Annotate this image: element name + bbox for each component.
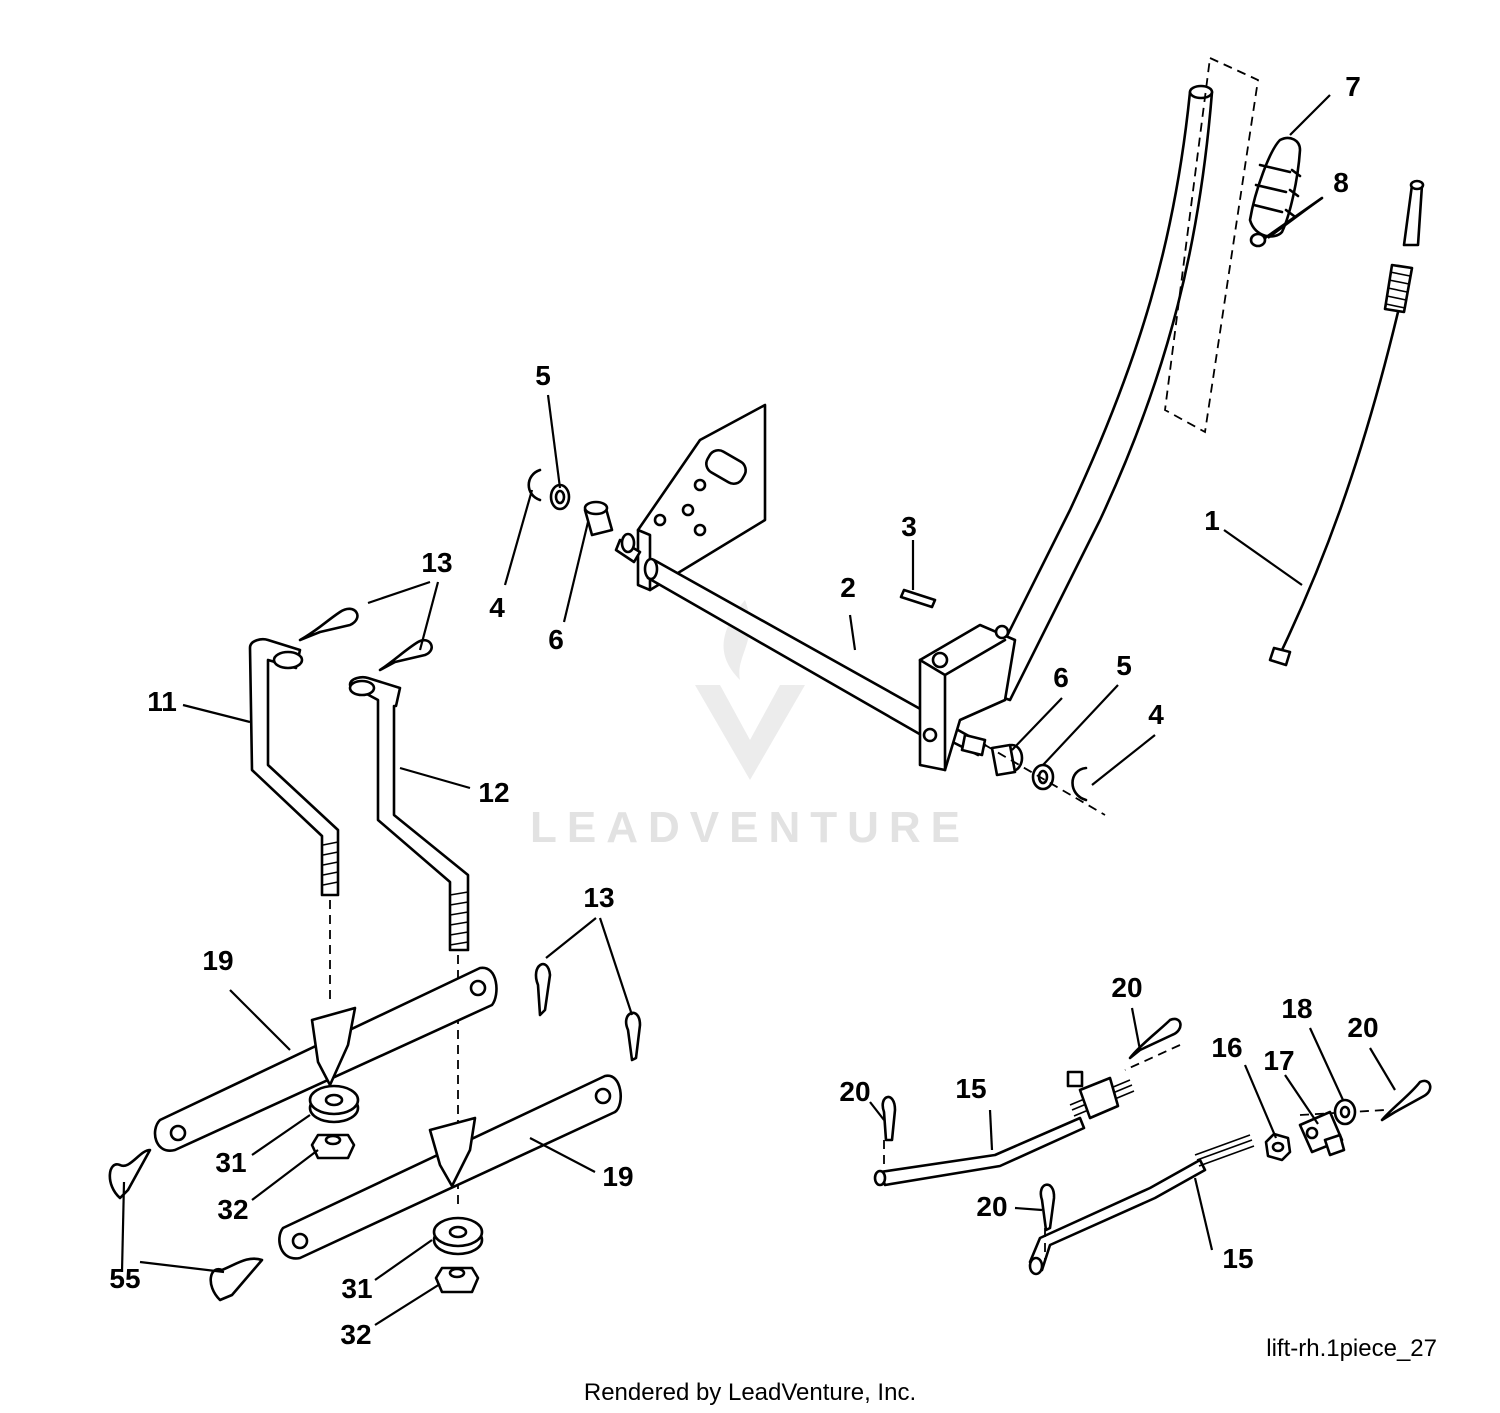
watermark: LEADVENTURE	[530, 600, 970, 852]
callout-32-lower: 32	[340, 1319, 371, 1350]
callout-3: 3	[901, 511, 917, 542]
lift-handle-assembly	[527, 56, 1324, 816]
callout-labels: 1 2 3 4 4 5 5 6 6 7 8 11 12 13 13 15 15 …	[109, 71, 1378, 1350]
callout-2: 2	[840, 572, 856, 603]
drawing-id: lift-rh.1piece_27	[1266, 1335, 1437, 1362]
callout-4-left: 4	[489, 592, 505, 623]
callout-19-lower: 19	[602, 1161, 633, 1192]
callout-18: 18	[1281, 993, 1312, 1024]
washers-and-nuts	[308, 1084, 484, 1294]
callout-20-b: 20	[1347, 1012, 1378, 1043]
trunnion-hardware	[1264, 1098, 1357, 1162]
callout-7: 7	[1345, 71, 1361, 102]
lift-arms	[153, 966, 623, 1260]
callout-11: 11	[147, 686, 177, 717]
watermark-text: LEADVENTURE	[530, 803, 970, 852]
callout-55: 55	[109, 1263, 140, 1294]
callout-20-d: 20	[976, 1191, 1007, 1222]
callout-20-a: 20	[1111, 972, 1142, 1003]
callout-12: 12	[478, 777, 509, 808]
callout-15-lower: 15	[1222, 1243, 1253, 1274]
callout-20-c: 20	[839, 1076, 870, 1107]
leader-lines	[120, 94, 1396, 1326]
footer-credit: Rendered by LeadVenture, Inc.	[584, 1379, 916, 1406]
callout-1: 1	[1204, 505, 1220, 536]
callout-6-left: 6	[548, 624, 564, 655]
callout-4-right: 4	[1148, 699, 1164, 730]
callout-6-right: 6	[1053, 662, 1069, 693]
lift-links	[248, 637, 470, 1210]
callout-31-upper: 31	[215, 1147, 246, 1178]
adjustment-rods	[873, 1044, 1386, 1276]
callout-5-left: 5	[535, 360, 551, 391]
callout-16: 16	[1211, 1032, 1242, 1063]
callout-31-lower: 31	[341, 1273, 372, 1304]
callout-5-right: 5	[1116, 650, 1132, 681]
callout-13-upper: 13	[421, 547, 452, 578]
callout-13-lower: 13	[583, 882, 614, 913]
callout-15-upper: 15	[955, 1073, 986, 1104]
callout-17: 17	[1263, 1045, 1294, 1076]
callout-32-upper: 32	[217, 1194, 248, 1225]
callout-8: 8	[1333, 167, 1349, 198]
cable-assembly	[1268, 179, 1425, 667]
callout-19-upper: 19	[202, 945, 233, 976]
